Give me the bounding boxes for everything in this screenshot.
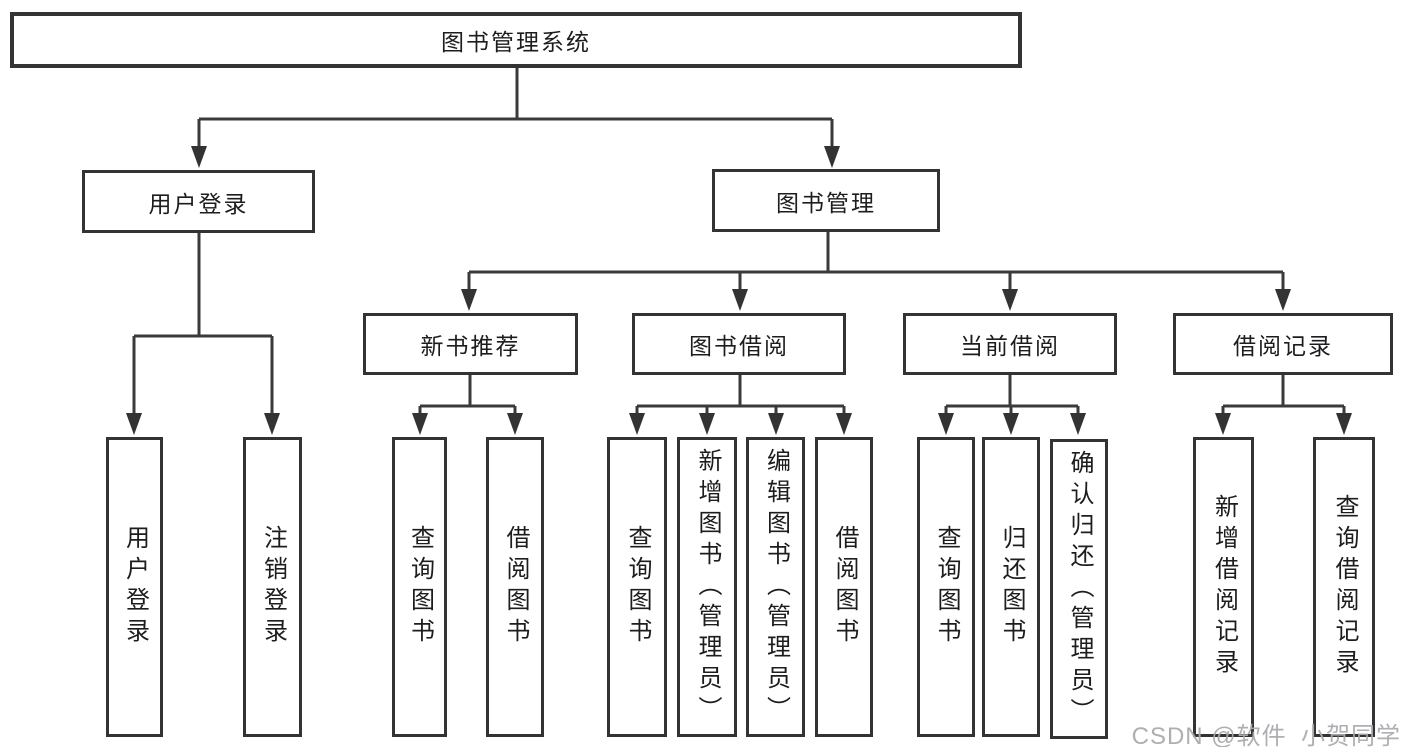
node-label: 图书管理系统 bbox=[441, 29, 591, 55]
leaf-label: 查询图书 bbox=[624, 525, 651, 649]
leaf-records-add-record: 新增借阅记录 bbox=[1193, 437, 1254, 737]
leaf-label: 查询图书 bbox=[406, 525, 434, 649]
arrowhead-icon bbox=[126, 413, 142, 435]
leaf-current-confirm-return-admin: 确认归还（管理员） bbox=[1050, 439, 1108, 739]
leaf-label: 新增借阅记录 bbox=[1210, 494, 1238, 680]
leaf-label: 归还图书 bbox=[998, 525, 1025, 649]
leaf-label: 借阅图书 bbox=[831, 525, 858, 649]
leaf-label: 查询图书 bbox=[933, 525, 960, 649]
node-book-borrow: 图书借阅 bbox=[632, 313, 846, 375]
leaf-label: 确认归还（管理员） bbox=[1066, 449, 1093, 729]
node-new-book-recommend: 新书推荐 bbox=[363, 313, 578, 375]
leaf-label: 新增图书（管理员） bbox=[694, 447, 721, 727]
arrowhead-icon bbox=[938, 413, 954, 435]
arrowhead-icon bbox=[412, 413, 428, 435]
arrowhead-icon bbox=[1002, 289, 1018, 311]
arrowhead-icon bbox=[768, 413, 784, 435]
connector-path bbox=[132, 68, 1346, 417]
leaf-borrow-edit-books-admin: 编辑图书（管理员） bbox=[746, 437, 805, 737]
node-book-management: 图书管理 bbox=[712, 169, 940, 232]
arrowhead-icon bbox=[699, 413, 715, 435]
leaf-label: 查询借阅记录 bbox=[1331, 494, 1358, 680]
arrowhead-icon bbox=[507, 413, 523, 435]
arrowhead-icon bbox=[264, 413, 280, 435]
leaf-current-query-books: 查询图书 bbox=[917, 437, 975, 737]
arrowhead-icon bbox=[1070, 413, 1086, 435]
leaf-borrow-query-books: 查询图书 bbox=[607, 437, 667, 737]
leaf-login-logout: 注销登录 bbox=[243, 437, 302, 737]
leaf-recommend-borrow-books: 借阅图书 bbox=[486, 437, 544, 737]
arrowhead-icon bbox=[824, 146, 840, 168]
node-label: 用户登录 bbox=[148, 190, 249, 217]
arrowhead-icon bbox=[191, 146, 207, 168]
arrowhead-icon bbox=[1003, 413, 1019, 435]
leaf-borrow-borrow-books: 借阅图书 bbox=[815, 437, 873, 737]
arrowhead-icon bbox=[1275, 289, 1291, 311]
arrowhead-icon bbox=[1336, 413, 1352, 435]
node-label: 新书推荐 bbox=[420, 333, 521, 359]
leaf-current-return-books: 归还图书 bbox=[982, 437, 1040, 737]
node-current-borrow: 当前借阅 bbox=[903, 313, 1117, 375]
leaf-recommend-query-books: 查询图书 bbox=[392, 437, 447, 737]
arrowhead-icon bbox=[1215, 413, 1231, 435]
leaf-borrow-add-books-admin: 新增图书（管理员） bbox=[677, 437, 737, 737]
node-label: 当前借阅 bbox=[960, 333, 1060, 359]
arrowhead-icon bbox=[836, 413, 852, 435]
node-borrow-records: 借阅记录 bbox=[1173, 313, 1393, 375]
leaf-label: 借阅图书 bbox=[502, 525, 529, 649]
leaf-label: 编辑图书（管理员） bbox=[762, 447, 790, 727]
arrowhead-icon bbox=[732, 289, 748, 311]
arrowhead-icon bbox=[461, 289, 477, 311]
leaf-records-query-record: 查询借阅记录 bbox=[1313, 437, 1375, 737]
leaf-login-user-login: 用户登录 bbox=[106, 437, 163, 737]
watermark: CSDN @软件_小贺同学 bbox=[1131, 723, 1401, 747]
arrowhead-icon bbox=[629, 413, 645, 435]
node-label: 图书借阅 bbox=[689, 333, 789, 359]
leaf-label: 注销登录 bbox=[259, 525, 287, 649]
leaf-label: 用户登录 bbox=[121, 525, 149, 649]
node-label: 借阅记录 bbox=[1233, 333, 1333, 359]
node-root-library-system: 图书管理系统 bbox=[10, 12, 1022, 68]
node-user-login: 用户登录 bbox=[82, 170, 315, 233]
node-label: 图书管理 bbox=[776, 189, 876, 216]
